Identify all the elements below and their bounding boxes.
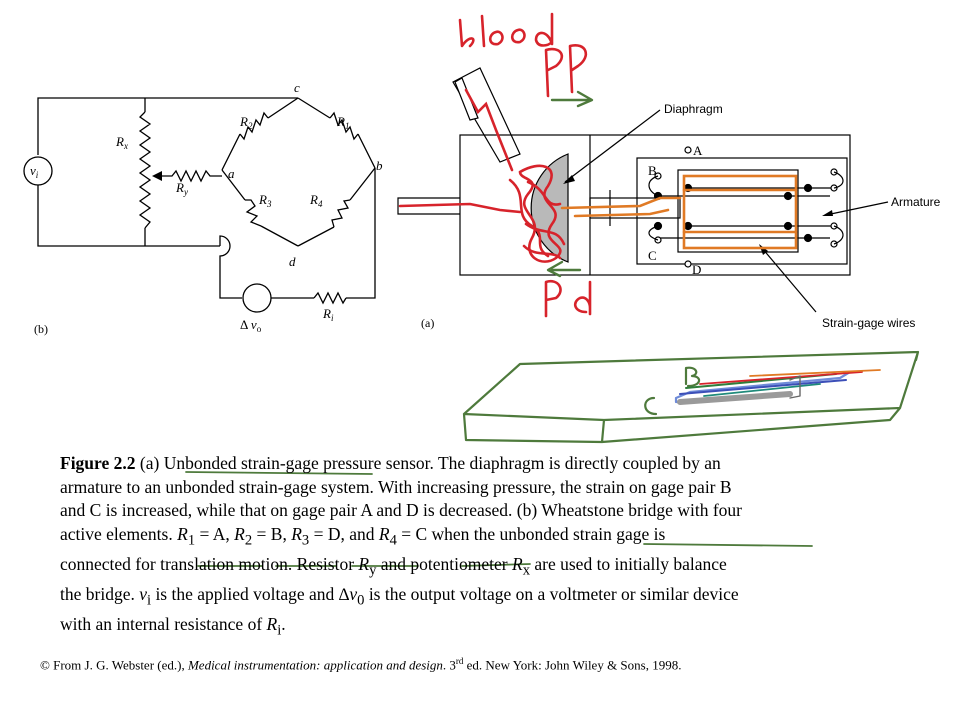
- red-blood-scribble: [398, 88, 566, 263]
- armature-label: Armature: [891, 195, 941, 209]
- handwritten-annotations: [185, 12, 920, 567]
- rx-resistor-symbol: [138, 111, 152, 229]
- green-arrow-left: [546, 260, 582, 278]
- r4-label: R4: [309, 192, 323, 209]
- ri-resistor-symbol: [313, 291, 347, 305]
- gage-a-label: A: [693, 143, 703, 158]
- handwritten-pd: [544, 279, 592, 318]
- handwritten-b: [684, 366, 701, 388]
- voltmeter-symbol: [242, 283, 272, 313]
- green-arrow-right: [550, 90, 594, 108]
- diaphragm-label: Diaphragm: [664, 102, 723, 116]
- caption-line-5: connected for translation motion. Resist…: [60, 553, 727, 579]
- ry-resistor-symbol: [158, 169, 222, 183]
- r3-resistor-symbol: [245, 199, 262, 227]
- caption-line-7: with an internal resistance of Ri.: [60, 614, 286, 639]
- wheatstone-bridge: [23, 97, 376, 313]
- r3-label: R3: [258, 192, 272, 209]
- caption-line-4: active elements. R1 = A, R2 = B, R3 = D,…: [60, 523, 666, 549]
- underline-unbonded: [185, 471, 373, 475]
- r2-label: R2: [239, 114, 253, 131]
- underline-wheatstone: [643, 543, 813, 547]
- rx-label: Rx: [115, 134, 128, 151]
- vi-label: vi: [30, 163, 39, 180]
- gage-c-label: C: [648, 248, 657, 263]
- ry-label: Ry: [175, 180, 188, 197]
- caption-line-3: and C is increased, while that on gage p…: [60, 500, 742, 521]
- node-d-label: d: [289, 254, 296, 269]
- node-c-label: c: [294, 80, 300, 95]
- r4-resistor-symbol: [331, 199, 351, 228]
- caption-line-6: the bridge. vi is the applied voltage an…: [60, 583, 739, 609]
- r1-label: R1: [336, 114, 349, 131]
- pressure-sensor: [397, 67, 889, 313]
- subfigure-a-tag: (a): [421, 316, 435, 330]
- ri-label: Ri: [322, 306, 334, 323]
- r2-resistor-symbol: [239, 111, 269, 141]
- delta-vo-label: Δ vo: [240, 317, 262, 334]
- subfigure-b-tag: (b): [34, 322, 48, 336]
- caption-line-1: Figure 2.2 (a) Unbonded strain-gage pres…: [60, 453, 721, 473]
- strain-gage-wires-label: Strain-gage wires: [822, 316, 915, 330]
- gage-b-label: B: [648, 163, 657, 178]
- underline-r4: [461, 563, 531, 567]
- gage-d-label: D: [692, 262, 701, 277]
- node-a-label: a: [228, 166, 235, 181]
- node-b-label: b: [376, 158, 383, 173]
- voltage-source-symbol: [23, 156, 53, 186]
- handwritten-pp: [544, 44, 588, 98]
- handwritten-c: [644, 396, 658, 416]
- handwritten-blood: [458, 12, 554, 48]
- source-citation: © From J. G. Webster (ed.), Medical inst…: [40, 656, 682, 673]
- r1-resistor-symbol: [329, 111, 359, 141]
- orange-wire-overlay: [560, 174, 798, 250]
- figure-caption: Figure 2.2 (a) Unbonded strain-gage pres…: [60, 452, 910, 643]
- caption-line-2: armature to an unbonded strain-gage syst…: [60, 476, 732, 497]
- green-slab-drawing: [462, 350, 920, 444]
